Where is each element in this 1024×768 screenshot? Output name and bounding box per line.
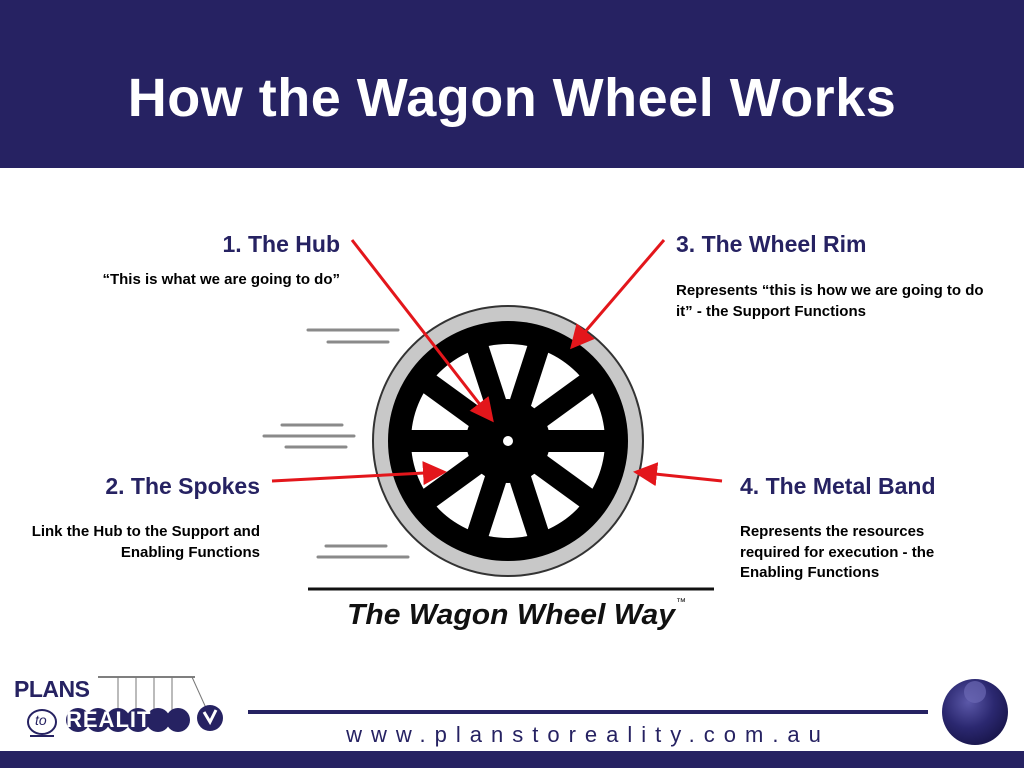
hub-center bbox=[503, 436, 513, 446]
sphere-highlight bbox=[964, 681, 986, 703]
motion-lines bbox=[262, 328, 410, 559]
band-arrow bbox=[633, 462, 723, 487]
spokes-arrow bbox=[271, 461, 447, 486]
metal-band-label: 4. The Metal Band bbox=[740, 473, 936, 499]
wheel-spokes bbox=[404, 338, 612, 544]
logo-ball bbox=[166, 708, 190, 732]
wheel-spoke bbox=[506, 338, 551, 416]
slide-title: How the Wagon Wheel Works bbox=[127, 68, 897, 128]
logo-to-text: to bbox=[35, 712, 47, 728]
wheel-spoke bbox=[465, 338, 510, 416]
hub-arrow bbox=[350, 239, 494, 423]
wheel-rim-label: 3. The Wheel Rim bbox=[676, 231, 867, 257]
logo-ball bbox=[86, 708, 110, 732]
metal-band-description: Represents the resources required for ex… bbox=[740, 523, 935, 581]
hub-label: 1. The Hub bbox=[222, 231, 340, 257]
logo-ball bbox=[126, 708, 150, 732]
logo-pendulum-ball bbox=[197, 705, 223, 731]
wheel-spoke bbox=[417, 449, 491, 512]
trademark-symbol: ™ bbox=[676, 597, 686, 608]
footer-url: www.planstoreality.com.au bbox=[346, 722, 830, 747]
plans-to-reality-logo bbox=[27, 676, 223, 737]
logo-ball bbox=[66, 708, 90, 732]
bottom-bar bbox=[0, 751, 1024, 768]
spokes-description: Link the Hub to the Support and Enabling… bbox=[31, 523, 260, 561]
wheel-spoke bbox=[525, 449, 599, 512]
logo-to-circle bbox=[27, 709, 57, 735]
footer-divider bbox=[248, 710, 928, 714]
wheel-spoke bbox=[525, 370, 599, 433]
wagon-wheel-way-wordmark: The Wagon Wheel Way bbox=[347, 599, 677, 631]
rim-arrow bbox=[570, 239, 666, 350]
spokes-label: 2. The Spokes bbox=[105, 473, 260, 499]
title-banner bbox=[0, 0, 1024, 168]
wheel-spoke bbox=[465, 466, 510, 544]
logo-reality-text: REALIT bbox=[66, 707, 152, 732]
decorative-sphere bbox=[942, 679, 1008, 745]
pointer-arrows bbox=[271, 239, 723, 487]
wagon-wheel bbox=[372, 305, 644, 577]
wheel-rim-description: Represents “this is how we are going to … bbox=[676, 282, 984, 320]
hub-description: “This is what we are going to do” bbox=[102, 271, 340, 288]
logo-ball bbox=[106, 708, 130, 732]
logo-ball bbox=[146, 708, 170, 732]
logo-plans-text: PLANS bbox=[14, 676, 90, 702]
wheel-spoke bbox=[506, 466, 551, 544]
